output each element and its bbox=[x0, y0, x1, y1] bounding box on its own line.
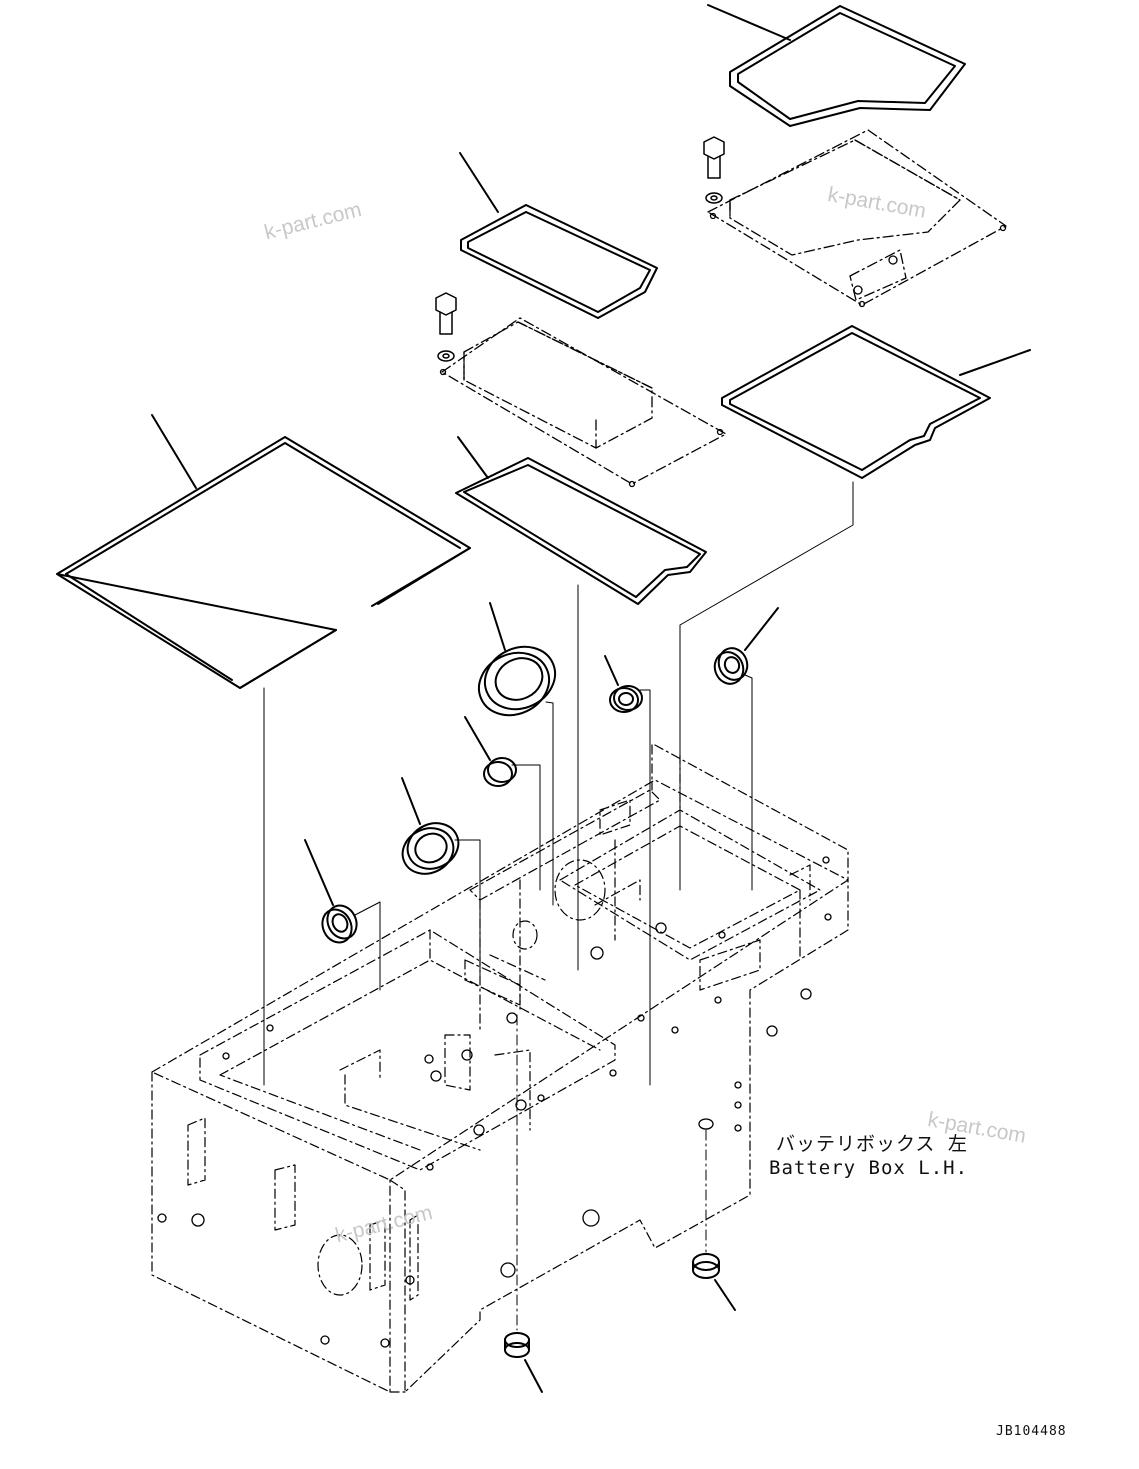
leader-line bbox=[304, 839, 334, 906]
bolt-middle bbox=[435, 292, 457, 362]
grommet-small-center bbox=[609, 685, 643, 713]
grommet-small-right bbox=[713, 647, 749, 685]
leader-line bbox=[639, 689, 651, 1086]
leader-line bbox=[545, 701, 554, 906]
leader-line bbox=[489, 602, 506, 651]
cover-plate-middle bbox=[441, 317, 727, 485]
leader-line bbox=[714, 1279, 736, 1311]
bolt-top-right bbox=[703, 136, 725, 204]
leader-line bbox=[454, 839, 481, 981]
grommet-large bbox=[477, 645, 557, 717]
grommet-medium bbox=[401, 822, 460, 875]
leader-line bbox=[151, 414, 197, 489]
leader-line bbox=[744, 674, 753, 891]
leader-line bbox=[744, 607, 779, 651]
cover-plate-top-right bbox=[707, 129, 1007, 306]
leader-line bbox=[959, 349, 1031, 376]
grommet-small-left bbox=[321, 904, 358, 944]
seal-top-right bbox=[729, 5, 966, 127]
caption-english: Battery Box L.H. bbox=[769, 1157, 969, 1179]
leader-line bbox=[524, 1359, 543, 1393]
caption-japanese: バッテリボックス 左 bbox=[776, 1133, 968, 1155]
battery-box-frame bbox=[151, 744, 849, 1393]
leader-line bbox=[679, 481, 854, 891]
seal-middle bbox=[455, 457, 707, 605]
leader-line bbox=[464, 716, 491, 761]
mounting-holes bbox=[157, 212, 1007, 1348]
seal-upper-middle bbox=[460, 204, 658, 319]
large-seal-left bbox=[56, 436, 471, 689]
seal-right bbox=[721, 325, 991, 479]
drawing-id: JB104488 bbox=[996, 1424, 1067, 1439]
leader-line bbox=[459, 152, 499, 213]
grommet-bottom-right bbox=[692, 1253, 720, 1279]
leader-line bbox=[604, 655, 619, 686]
leader-line bbox=[707, 4, 791, 41]
leader-line bbox=[457, 436, 489, 479]
leader-line bbox=[401, 777, 421, 825]
leader-line bbox=[511, 764, 541, 891]
plug bbox=[483, 757, 517, 787]
grommet-bottom-center bbox=[504, 1332, 530, 1358]
leader-line bbox=[354, 901, 381, 991]
